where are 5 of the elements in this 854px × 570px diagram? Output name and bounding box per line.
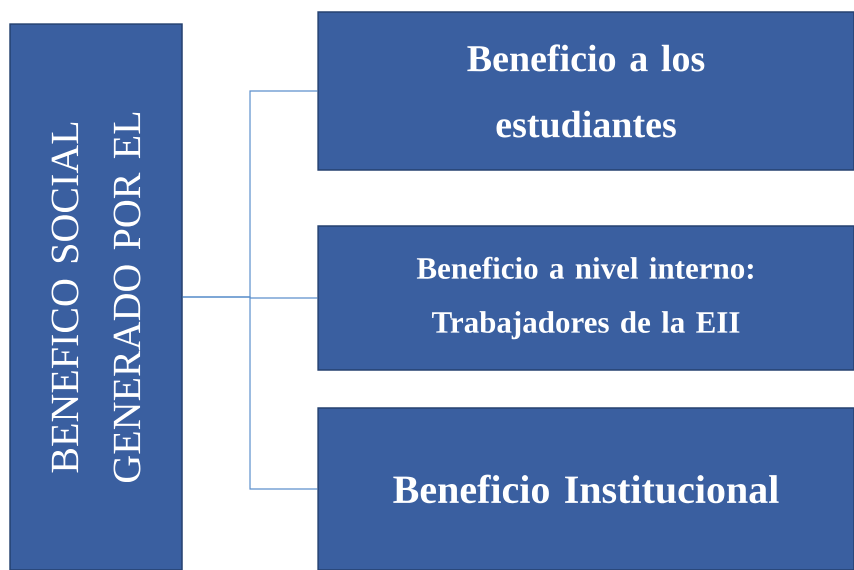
connector-line	[182, 296, 318, 490]
category-box: Beneficio a nivel interno: Trabajadores de la EII	[317, 225, 854, 371]
category-box: Beneficio Institucional	[317, 407, 854, 570]
title-box: BENEFICO SOCIAL GENERADO POR EL	[9, 23, 183, 570]
category-box: Beneficio a los estudiantes	[317, 11, 854, 171]
